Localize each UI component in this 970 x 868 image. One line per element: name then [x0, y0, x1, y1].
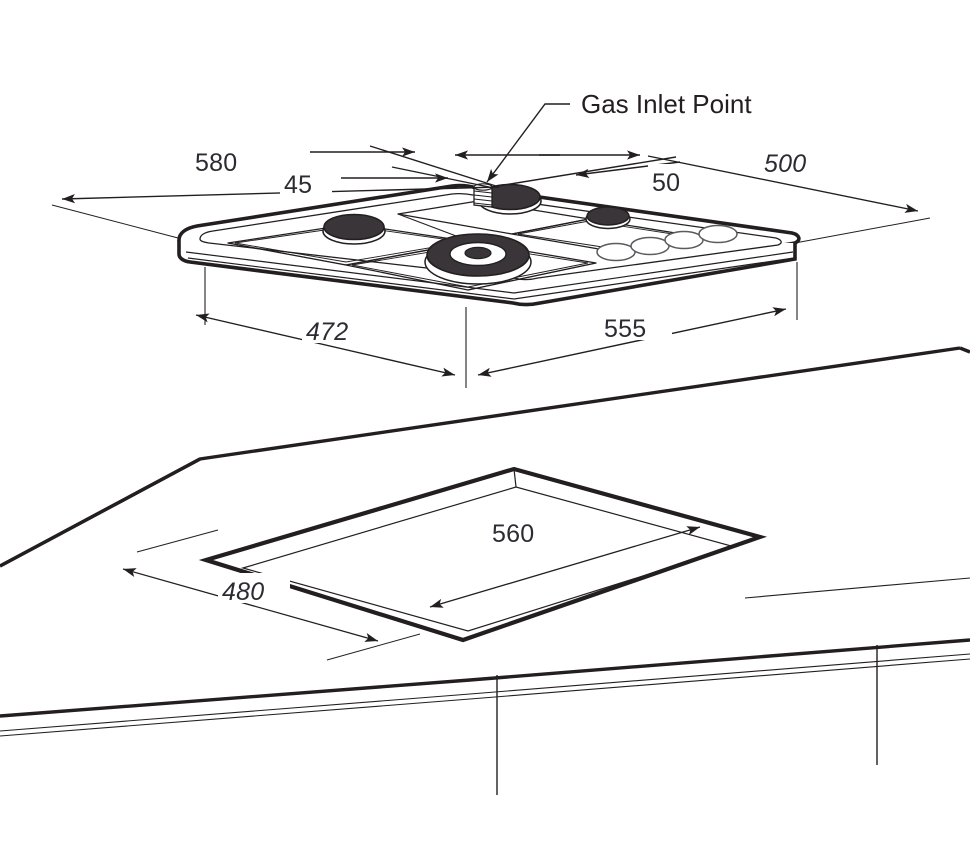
dimension-body-width-555: 555 [477, 262, 798, 377]
dim-560-text-mask [487, 514, 557, 544]
control-knob-2[interactable] [630, 236, 670, 256]
control-knob-1[interactable] [596, 242, 636, 262]
control-knobs [596, 224, 738, 262]
dimension-hob-width-580: 580 [51, 144, 560, 239]
dim-50-text-mask [648, 164, 700, 194]
hob-body-seam-2 [187, 257, 795, 300]
gas-inlet-label: Gas Inlet Point [581, 89, 752, 119]
hob-assembly [177, 183, 801, 307]
dimension-label-480: 480 [222, 578, 264, 606]
dimension-cutout-depth-480: 480 [122, 529, 421, 661]
dimension-inlet-offset-45: 45 [280, 166, 490, 199]
ext-line-500 [794, 217, 931, 244]
dim-500-text-mask [760, 145, 830, 175]
dimension-label-50: 50 [652, 169, 680, 197]
gas-inlet-annotation: Gas Inlet Point [486, 89, 752, 183]
ext-line-480-lower [326, 633, 421, 661]
worktop-right-inner-line [744, 577, 970, 599]
control-knob-4[interactable] [698, 224, 738, 244]
dimension-line-45 [391, 166, 490, 188]
gas-inlet-thread-4 [473, 202, 493, 206]
ext-line-480-upper [136, 529, 219, 553]
gas-inlet-thread-2 [473, 194, 493, 198]
grate-bar-c [467, 262, 597, 291]
dimension-line-560 [429, 526, 701, 608]
dimension-label-472: 472 [306, 318, 348, 346]
worktop-right-return [959, 346, 970, 354]
hob-body-seam-1 [185, 251, 794, 294]
dimension-label-555: 555 [604, 315, 646, 343]
cutout-corner-tick [513, 468, 517, 488]
worktop-back-edge-left [0, 457, 201, 568]
dimension-line-50 [497, 156, 677, 187]
front-right-burner [585, 206, 631, 230]
hob-top-inset-outline [199, 192, 782, 281]
dim-480-text-mask [218, 573, 290, 603]
front-right-burner-cap [586, 206, 630, 226]
gas-inlet-thread-1 [473, 190, 493, 194]
worktop-front-bevel-line [0, 653, 970, 732]
dim-45-text-mask [280, 166, 332, 196]
grate-bar-d [511, 218, 590, 235]
gas-inlet-thread-3 [473, 198, 493, 202]
dimension-hob-depth-500: 500 [647, 145, 931, 244]
dimension-label-500: 500 [764, 150, 806, 178]
dimension-line-555 [477, 307, 787, 377]
front-left-wok-burner [424, 233, 532, 285]
ext-line-580 [51, 204, 179, 239]
worktop-front-top-edge [0, 638, 970, 718]
dimension-label-45: 45 [284, 171, 312, 199]
wok-burner-centre-cap [464, 246, 492, 260]
rear-right-burner [478, 183, 542, 215]
worktop-cutout-inner [240, 486, 738, 632]
dimension-line-580-upper-seg [369, 145, 500, 188]
dimension-label-580: 580 [195, 149, 237, 177]
dimension-body-depth-472: 472 [195, 267, 467, 388]
control-knob-3[interactable] [664, 230, 704, 250]
dimension-label-560: 560 [492, 520, 534, 548]
grate-bar-b [227, 242, 347, 266]
dim-580-text-mask [192, 144, 260, 174]
dimension-inlet-offset-50: 50 [497, 150, 700, 197]
rear-left-burner [322, 213, 386, 245]
dim-555-text-mask [600, 310, 672, 340]
worktop-front-face-line [0, 658, 970, 737]
dim-472-text-mask [302, 313, 374, 343]
dimension-cutout-width-560: 560 [429, 514, 701, 608]
dimension-line-472 [195, 313, 456, 377]
dimension-line-500 [647, 155, 919, 213]
dimension-line-480 [122, 568, 379, 642]
gas-inlet-leader-line [486, 103, 570, 183]
rear-left-burner-cap [323, 213, 385, 241]
